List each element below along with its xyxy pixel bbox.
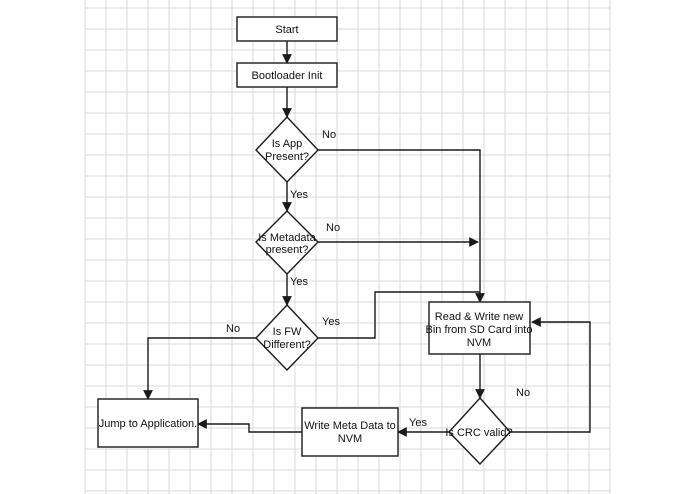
crc-valid-label: Is CRC valid? [445, 427, 512, 439]
edge-fw-no [143, 337, 256, 400]
is-fw-different-diamond [255, 303, 319, 372]
node-write-meta-data: Write Meta Data to NVM [301, 407, 399, 457]
is-metadata-present-label-line2: present? [266, 244, 309, 256]
start-label: Start [275, 24, 298, 36]
write-meta-data-box [301, 407, 399, 457]
node-bootloader-init: Bootloader Init [236, 62, 338, 88]
is-metadata-present-diamond [255, 210, 319, 276]
node-is-metadata-present: Is Metadata present? [255, 210, 319, 276]
is-fw-different-label-line1: Is FW [273, 326, 302, 338]
edge-label-crc-yes: Yes [409, 417, 427, 429]
edge-label-metadata-yes: Yes [290, 276, 308, 288]
is-fw-different-label-line2: Different? [263, 339, 311, 351]
edge-app-no [318, 149, 485, 303]
node-crc-valid: Is CRC valid? [445, 396, 513, 466]
jump-to-application-label: Jump to Application. [99, 418, 197, 430]
node-read-write-bin: Read & Write new Bin from SD Card into N… [426, 301, 533, 355]
node-is-fw-different: Is FW Different? [255, 303, 319, 372]
jump-to-application-box [97, 398, 199, 448]
node-jump-to-application: Jump to Application. [97, 398, 199, 448]
edge-label-app-no: No [322, 129, 336, 141]
edge-label-fw-no: No [226, 323, 240, 335]
edge-crc-no [510, 317, 591, 433]
read-write-bin-label-line1: Read & Write new [435, 311, 524, 323]
node-is-app-present: Is App Present? [255, 115, 319, 184]
write-meta-data-label-line2: NVM [338, 433, 362, 445]
edge-meta-to-jump [197, 419, 302, 433]
read-write-bin-label-line3: NVM [467, 337, 491, 349]
bootloader-init-box [236, 62, 338, 88]
is-app-present-label-line2: Present? [265, 151, 309, 163]
node-start: Start [236, 16, 338, 42]
edge-label-metadata-no: No [326, 222, 340, 234]
read-write-bin-box [428, 301, 531, 355]
flow-edges [143, 41, 591, 437]
crc-valid-diamond [448, 396, 511, 466]
edge-labels: No Yes No Yes Yes No No Yes [226, 129, 530, 429]
is-app-present-diamond [255, 115, 319, 184]
read-write-bin-label-line2: Bin from SD Card into [426, 324, 533, 336]
is-metadata-present-label-line1: Is Metadata [258, 232, 316, 244]
is-app-present-label-line1: Is App [272, 138, 303, 150]
edge-fw-yes [318, 291, 480, 339]
bootloader-init-label: Bootloader Init [252, 70, 323, 82]
edge-label-crc-no: No [516, 387, 530, 399]
edge-label-app-yes: Yes [290, 189, 308, 201]
edge-label-fw-yes: Yes [322, 316, 340, 328]
start-box [236, 16, 338, 42]
write-meta-data-label-line1: Write Meta Data to [304, 420, 396, 432]
